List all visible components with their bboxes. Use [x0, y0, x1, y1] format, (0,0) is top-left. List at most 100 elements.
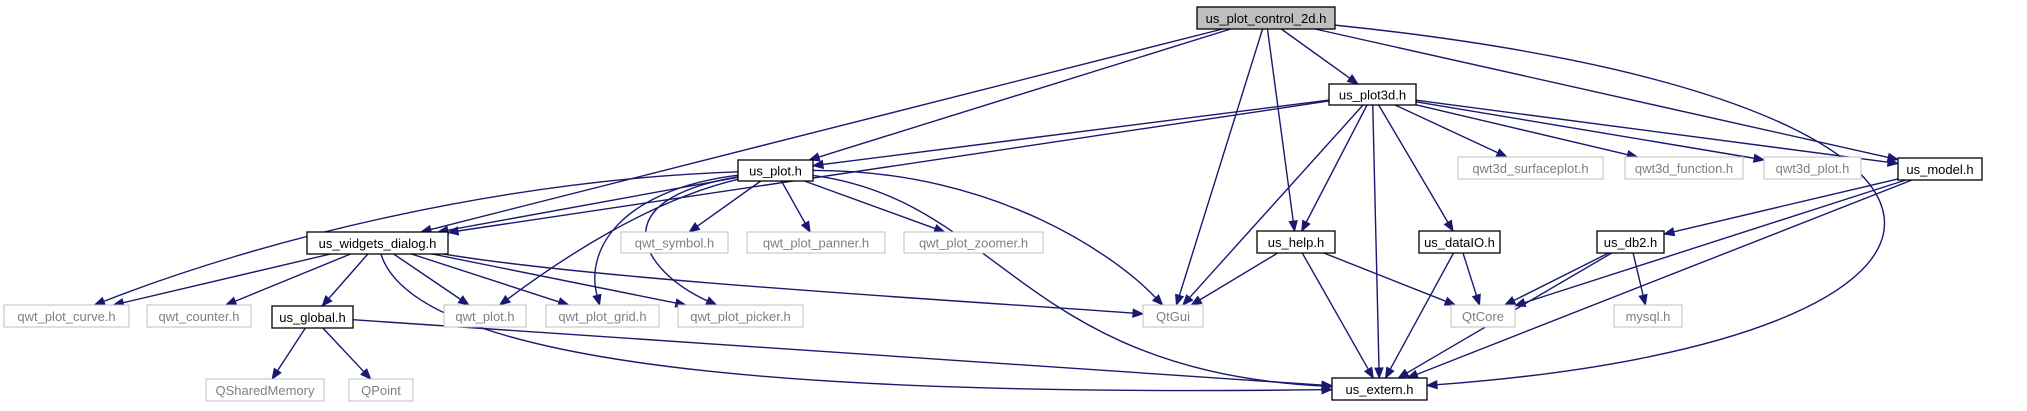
node-box [1763, 156, 1862, 180]
node-label: QPoint [361, 383, 401, 398]
edge-line [447, 176, 739, 231]
edge-line [507, 178, 739, 300]
node-box [271, 305, 354, 329]
node-box [1331, 377, 1428, 401]
edge-root-to-QtGui [1175, 28, 1264, 307]
edge-us_global-to-QPoint [322, 327, 372, 380]
edge-line [1305, 104, 1368, 223]
edge-line [594, 174, 739, 296]
edge-line [122, 253, 331, 304]
edge-us_plot3d-to-qwt3d_surfaceplot [1394, 104, 1509, 158]
node-qtcore: QtCore [1450, 304, 1516, 328]
edge-arrowhead [224, 296, 238, 306]
node-box [620, 231, 729, 254]
node-box [1328, 83, 1417, 106]
edge-arrowhead [1301, 219, 1311, 233]
edge-us_help-to-QtCore [1323, 252, 1457, 306]
edge-us_plot3d-to-qwt3d_plot [1415, 101, 1766, 163]
edge-root-to-us_help [1266, 28, 1298, 233]
edge-us_plot-to-qwt_plot_zoomer [804, 180, 946, 233]
node-label: mysql.h [1626, 309, 1671, 324]
edge-us_db2-to-mysql [1632, 252, 1648, 307]
node-label: qwt_symbol.h [635, 236, 714, 251]
edge-arrowhead [1321, 380, 1334, 390]
node-root: us_plot_control_2d.h [1196, 6, 1336, 30]
edge-arrowhead [1288, 219, 1298, 233]
edge-us_widgets_dialog-to-qwt_plot_picker [432, 253, 688, 308]
node-box [1196, 6, 1336, 30]
node-us-plot[interactable]: us_plot.h [737, 159, 814, 182]
edge-line [1513, 252, 1609, 302]
edge-line [1415, 99, 1889, 163]
edge-us_dataIO-to-QtCore [1462, 252, 1481, 307]
edge-line [457, 100, 1330, 232]
node-label: us_widgets_dialog.h [319, 236, 437, 251]
node-label: us_db2.h [1604, 235, 1658, 250]
edge-us_plot-to-qwt_plot_grid [592, 174, 739, 307]
edge-line [804, 180, 936, 230]
edge-arrowhead [1638, 293, 1648, 307]
edge-line [430, 28, 1223, 231]
edge-us_model-to-QtCore [1513, 179, 1907, 308]
edge-us_db2-to-QtCore [1503, 252, 1609, 306]
node-layer: us_plot_control_2d.h us_plot3d.h us_plot.h… [3, 6, 1983, 402]
edge-us_global-to-us_extern [352, 319, 1334, 390]
edge-line [328, 253, 369, 299]
edge-line [352, 319, 1323, 386]
node-us-widgets-dialog[interactable]: us_widgets_dialog.h [306, 231, 449, 255]
edge-line [1178, 28, 1264, 296]
edge-arrowhead [321, 294, 333, 308]
node-box [1256, 230, 1336, 254]
node-label: us_dataIO.h [1424, 235, 1495, 250]
edge-line [1415, 104, 1628, 156]
edge-arrowhead [1886, 157, 1900, 167]
node-qsharedmemory: QSharedMemory [205, 378, 325, 402]
node-label: qwt_plot_zoomer.h [919, 236, 1028, 251]
node-label: qwt_counter.h [159, 309, 240, 324]
node-box [205, 378, 325, 402]
node-qwt3d-function: qwt3d_function.h [1624, 156, 1744, 180]
node-us-db2[interactable]: us_db2.h [1596, 230, 1665, 254]
node-qwt-plot-picker: qwt_plot_picker.h [677, 304, 804, 328]
edge-arrowhead [1752, 153, 1766, 163]
edge-line [812, 174, 1323, 387]
edge-arrowhead [1384, 366, 1395, 380]
edge-line [1462, 252, 1478, 296]
edge-arrowhead [1151, 294, 1164, 306]
edge-line [780, 180, 806, 224]
edge-arrowhead [1662, 227, 1676, 237]
edge-arrowhead [1443, 219, 1454, 233]
node-us-plot3d[interactable]: us_plot3d.h [1328, 83, 1417, 106]
edge-line [1266, 28, 1294, 222]
node-label: us_help.h [1268, 235, 1324, 250]
edge-line [1416, 179, 1913, 375]
edge-line [1334, 24, 1885, 386]
edge-us_widgets_dialog-to-qwt_plot_grid [411, 253, 570, 307]
node-us-extern[interactable]: us_extern.h [1331, 377, 1428, 401]
node-label: us_extern.h [1346, 382, 1414, 397]
node-us-global[interactable]: us_global.h [271, 305, 354, 329]
edge-arrowhead [457, 295, 470, 306]
node-us-help[interactable]: us_help.h [1256, 230, 1336, 254]
node-qwt-plot-grid: qwt_plot_grid.h [545, 304, 660, 328]
edge-us_widgets_dialog-to-QtGui [443, 253, 1145, 318]
edge-us_widgets_dialog-to-qwt_plot_curve [112, 253, 331, 308]
edge-line [443, 253, 1134, 314]
node-us-model[interactable]: us_model.h [1897, 157, 1983, 181]
edge-arrowhead [1363, 366, 1374, 380]
node-box [306, 231, 449, 255]
edge-line [812, 169, 1157, 299]
node-label: qwt_plot_picker.h [690, 309, 790, 324]
node-label: us_plot_control_2d.h [1206, 11, 1327, 26]
node-box [1596, 230, 1665, 254]
node-label: qwt3d_plot.h [1776, 161, 1850, 176]
node-qwt-plot-panner: qwt_plot_panner.h [746, 231, 886, 254]
edge-line [1632, 252, 1644, 296]
edge-us_plot-to-qwt_plot_panner [780, 180, 811, 234]
edge-arrowhead [1471, 293, 1481, 307]
edge-us_plot3d-to-qwt3d_function [1415, 104, 1639, 160]
node-us-dataio[interactable]: us_dataIO.h [1418, 230, 1501, 254]
edge-us_plot3d-to-us_extern [1372, 104, 1384, 380]
node-box [443, 304, 527, 328]
